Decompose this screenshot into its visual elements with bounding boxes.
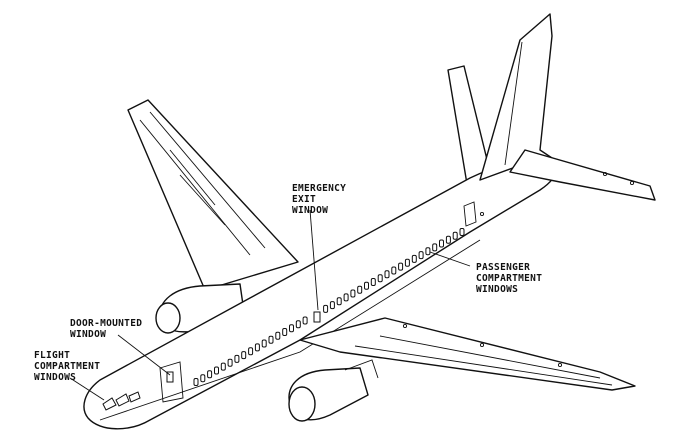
- passenger-window: [227, 358, 233, 367]
- passenger-window: [220, 362, 226, 371]
- passenger-window: [193, 378, 199, 386]
- passenger-window: [357, 285, 363, 294]
- passenger-window: [323, 304, 329, 313]
- passenger-window: [234, 354, 240, 363]
- passenger-window: [207, 370, 213, 379]
- passenger-window: [254, 343, 260, 352]
- passenger-window: [377, 274, 383, 283]
- door-mounted-window-label: DOOR-MOUNTED WINDOW: [70, 318, 143, 340]
- rear-door: [463, 201, 485, 227]
- emergency-exit-window: [313, 311, 321, 323]
- passenger-compartment-windows: [193, 228, 465, 386]
- passenger-window: [343, 293, 349, 302]
- passenger-window: [445, 235, 451, 244]
- flight-compartment-windows: [102, 391, 141, 411]
- passenger-window: [200, 374, 206, 383]
- emergency-exit-window-label: EMERGENCY EXIT WINDOW: [292, 183, 347, 216]
- right-wing: [299, 317, 636, 391]
- passenger-window: [241, 351, 247, 360]
- passenger-window: [268, 335, 274, 344]
- passenger-window: [248, 347, 254, 356]
- passenger-window: [329, 301, 335, 310]
- passenger-window: [391, 266, 397, 275]
- passenger-window: [261, 339, 267, 348]
- passenger-window: [452, 231, 458, 240]
- passenger-window: [282, 328, 288, 336]
- passenger-window: [302, 316, 308, 325]
- passenger-window: [214, 366, 219, 375]
- passenger-window: [364, 281, 369, 290]
- flight-compartment-windows-label: FLIGHT COMPARTMENT WINDOWS: [34, 350, 101, 383]
- passenger-window: [336, 297, 342, 306]
- right-horizontal-stabilizer: [509, 149, 656, 201]
- passenger-window: [418, 251, 424, 260]
- passenger-window: [411, 254, 417, 263]
- passenger-compartment-windows-label: PASSENGER COMPARTMENT WINDOWS: [476, 262, 543, 295]
- passenger-window: [425, 247, 431, 256]
- right-engine: [288, 359, 379, 422]
- door-mounted-window: [159, 361, 184, 403]
- leader-lines: [69, 209, 471, 401]
- passenger-window: [275, 331, 281, 340]
- left-wing: [127, 99, 299, 291]
- passenger-window: [384, 270, 390, 279]
- passenger-window: [432, 243, 438, 252]
- passenger-window: [350, 289, 356, 298]
- passenger-window: [459, 228, 465, 236]
- passenger-window: [289, 324, 294, 333]
- passenger-window: [295, 320, 301, 329]
- passenger-window: [404, 258, 410, 267]
- passenger-window: [398, 262, 404, 271]
- passenger-window: [370, 278, 376, 286]
- passenger-window: [439, 239, 444, 248]
